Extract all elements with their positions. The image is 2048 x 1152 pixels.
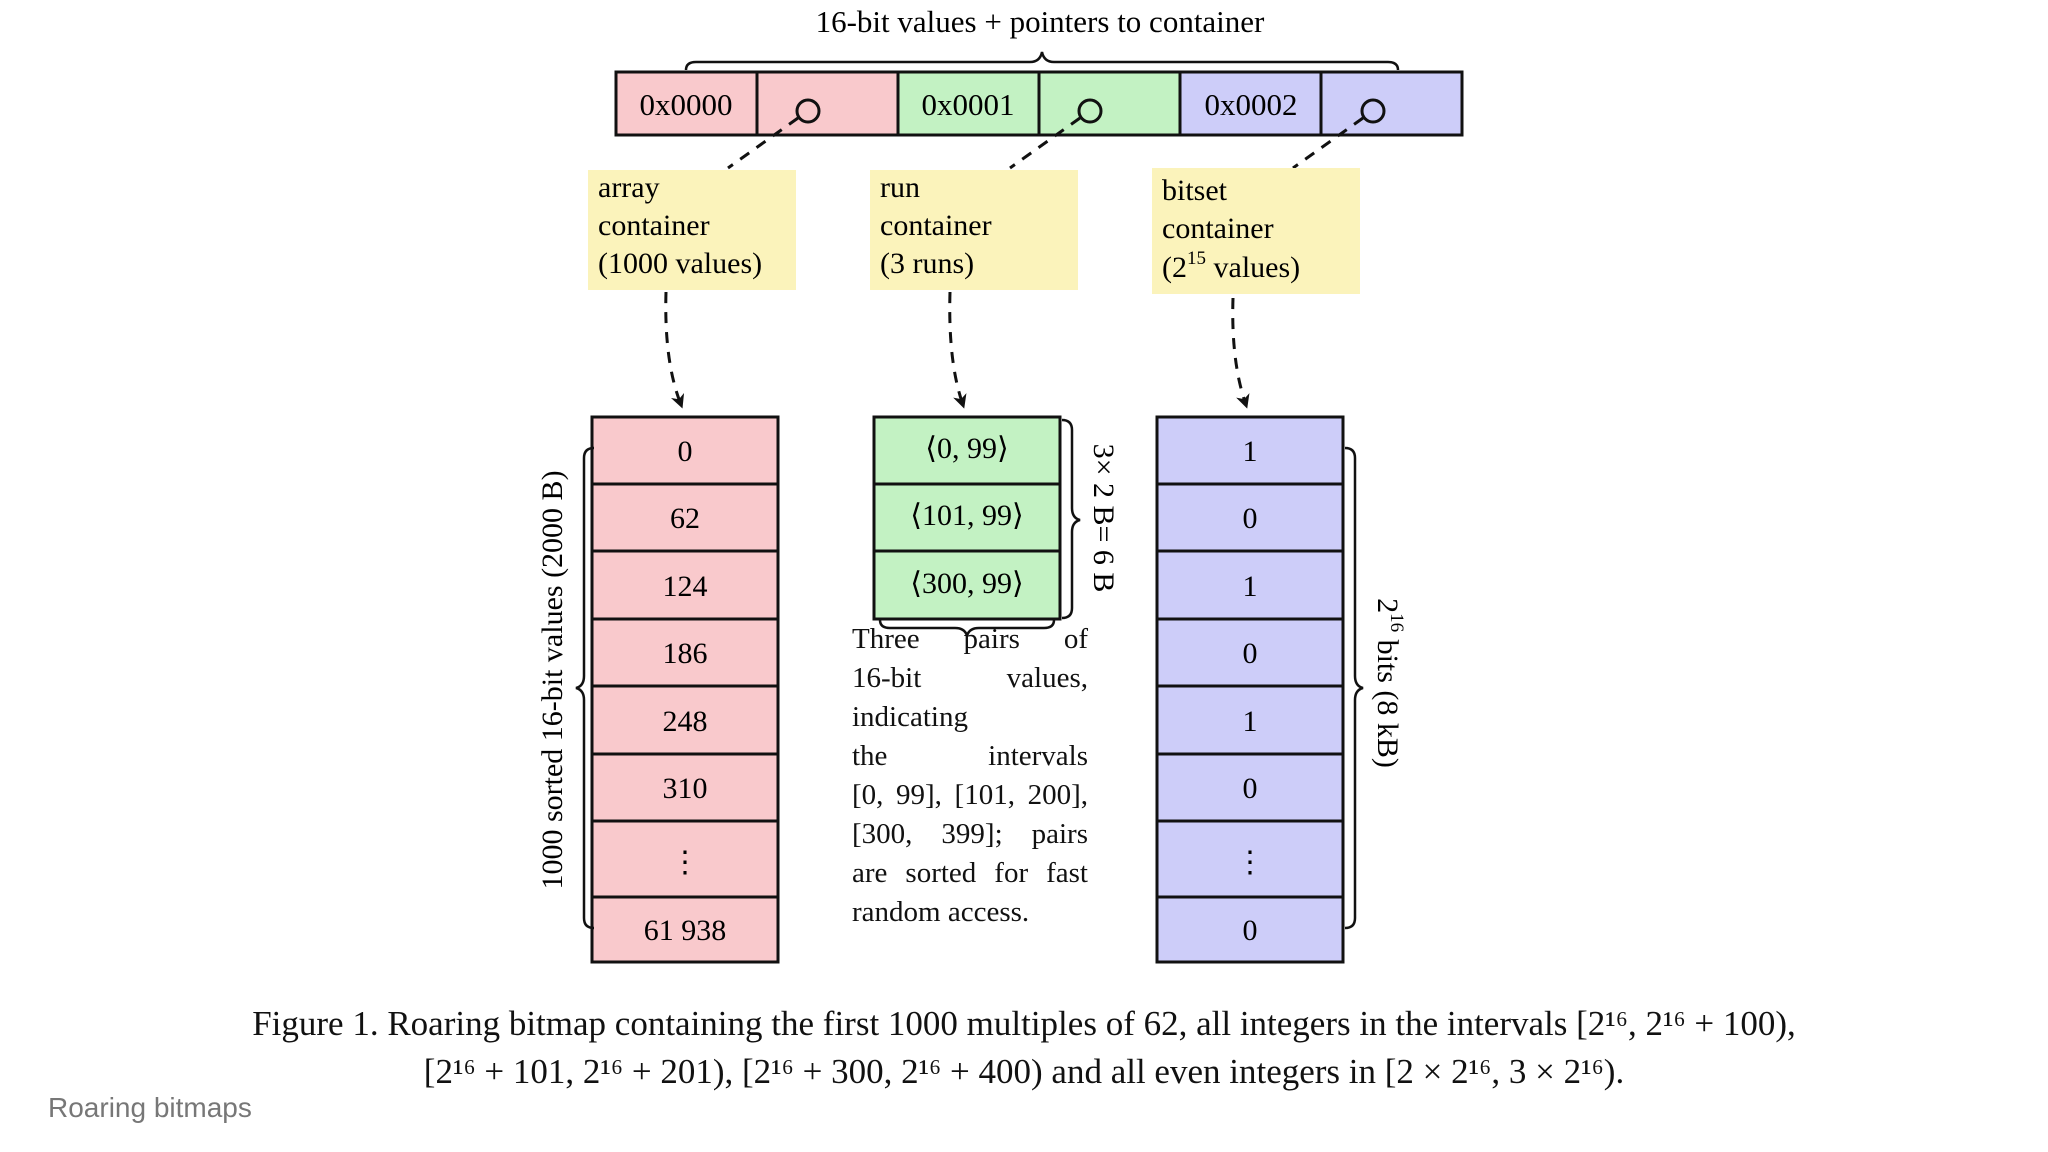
bitset-label-line-2: container (1162, 212, 1274, 245)
array-brace (575, 446, 595, 930)
key-label-2: 0x0002 (1205, 87, 1298, 122)
run-label-line-1: run (880, 171, 920, 204)
array-cell (590, 895, 780, 964)
bitset-cell (1155, 819, 1345, 899)
array-cell (590, 819, 780, 899)
caption-line-1: Figure 1. Roaring bitmap containing the … (252, 1004, 1796, 1043)
bitset-container: 1 0 1 0 1 0 ⋮ 0 (1155, 415, 1345, 964)
run-bottom-brace (878, 619, 1056, 637)
container-arrows (664, 291, 1250, 409)
key-cell-1 (896, 70, 1041, 137)
bitset-cell (1155, 617, 1345, 688)
bitset-value: 1 (1243, 705, 1258, 738)
run-value: ⟨300, 99⟩ (910, 567, 1023, 600)
bitset-value: 0 (1243, 914, 1258, 947)
key-label-1: 0x0001 (922, 87, 1015, 122)
run-description-line: the intervals (852, 740, 1088, 772)
pointer-cell-0 (755, 70, 900, 137)
run-value: ⟨101, 99⟩ (910, 499, 1023, 532)
array-container: 0 62 124 186 248 310 ⋮ 61 938 (590, 415, 780, 964)
run-description-line: random access. (852, 896, 1030, 928)
array-cell (590, 684, 780, 756)
pointer-link-1 (1009, 116, 1081, 170)
header-label: 16-bit values + pointers to container (816, 4, 1265, 39)
pointer-cell-2 (1319, 70, 1464, 137)
figure-caption: Figure 1. Roaring bitmap containing the … (0, 1000, 2048, 1096)
key-cell-2 (1178, 70, 1323, 137)
array-value: 0 (678, 435, 693, 468)
bitset-value: 1 (1243, 570, 1258, 603)
array-label-box (588, 170, 796, 290)
bitset-label-line-3: (215 values) (1162, 248, 1300, 284)
array-label-line-2: container (598, 209, 710, 242)
pointer-circle-1 (1077, 98, 1103, 124)
run-description-line: Three pairs of (852, 623, 1088, 655)
bitset-cell (1155, 482, 1345, 553)
run-value: ⟨0, 99⟩ (925, 432, 1008, 465)
array-cell (590, 752, 780, 823)
slide-footer: Roaring bitmaps (48, 1092, 252, 1123)
bitset-brace (1344, 446, 1364, 930)
pointer-cell-1 (1037, 70, 1182, 137)
array-value: 186 (663, 637, 708, 670)
run-cell (872, 415, 1062, 486)
key-cell-0 (614, 70, 759, 137)
bitset-value: ⋮ (1235, 846, 1265, 879)
bitset-value: 0 (1243, 502, 1258, 535)
pointer-links (727, 116, 1364, 170)
run-container: ⟨0, 99⟩ ⟨101, 99⟩ ⟨300, 99⟩ (872, 415, 1062, 621)
pointer-link-2 (1292, 116, 1364, 170)
run-cell (872, 549, 1062, 621)
array-label-line-1: array (598, 171, 660, 204)
bitset-value: 0 (1243, 772, 1258, 805)
array-value: 310 (663, 772, 708, 805)
run-description-line: [0, 99], [101, 200], (852, 779, 1088, 811)
run-description: Three pairs of 16-bit values, indicating… (852, 620, 1088, 932)
bitset-label-line-1: bitset (1162, 174, 1228, 207)
run-description-line: indicating (852, 701, 968, 733)
array-cell (590, 482, 780, 553)
bitset-value: 0 (1243, 637, 1258, 670)
array-cell (590, 617, 780, 688)
array-cell (590, 415, 780, 486)
array-side-label: 1000 sorted 16-bit values (2000 B) (536, 470, 569, 889)
array-cell (590, 549, 780, 621)
pointer-link-0 (727, 116, 799, 170)
bitset-cell (1155, 895, 1345, 964)
caption-line-2: [2¹⁶ + 101, 2¹⁶ + 201), [2¹⁶ + 300, 2¹⁶ … (423, 1052, 1625, 1091)
run-description-line: are sorted for fast (852, 857, 1088, 889)
bitset-arrow (1231, 297, 1250, 409)
array-label-line-3: (1000 values) (598, 247, 762, 280)
bitset-side-label: 216 bits (8 kB) (1371, 598, 1407, 768)
run-side-label: 3× 2 B= 6 B (1087, 444, 1120, 593)
array-arrow (664, 291, 685, 409)
array-value: 62 (670, 502, 700, 535)
bitset-value: 1 (1243, 435, 1258, 468)
array-value: ⋮ (670, 846, 700, 879)
bitset-cell (1155, 415, 1345, 486)
header-brace (684, 51, 1400, 71)
pointer-circle-2 (1360, 98, 1386, 124)
run-right-brace (1061, 418, 1081, 620)
run-label-line-2: container (880, 209, 992, 242)
bitset-cell (1155, 752, 1345, 823)
key-label-0: 0x0000 (640, 87, 733, 122)
array-value: 61 938 (644, 914, 727, 947)
top-row: 0x0000 0x0001 0x0002 (614, 70, 1464, 137)
run-description-line: 16-bit values, (852, 662, 1088, 694)
array-value: 124 (663, 570, 708, 603)
pointer-circle-0 (795, 98, 821, 124)
bitset-cell (1155, 549, 1345, 621)
array-value: 248 (663, 705, 708, 738)
run-arrow (948, 291, 967, 409)
run-label-line-3: (3 runs) (880, 247, 974, 280)
run-label-box (870, 170, 1078, 290)
bitset-label-box (1152, 168, 1360, 294)
run-description-line: [300, 399]; pairs (852, 818, 1088, 850)
